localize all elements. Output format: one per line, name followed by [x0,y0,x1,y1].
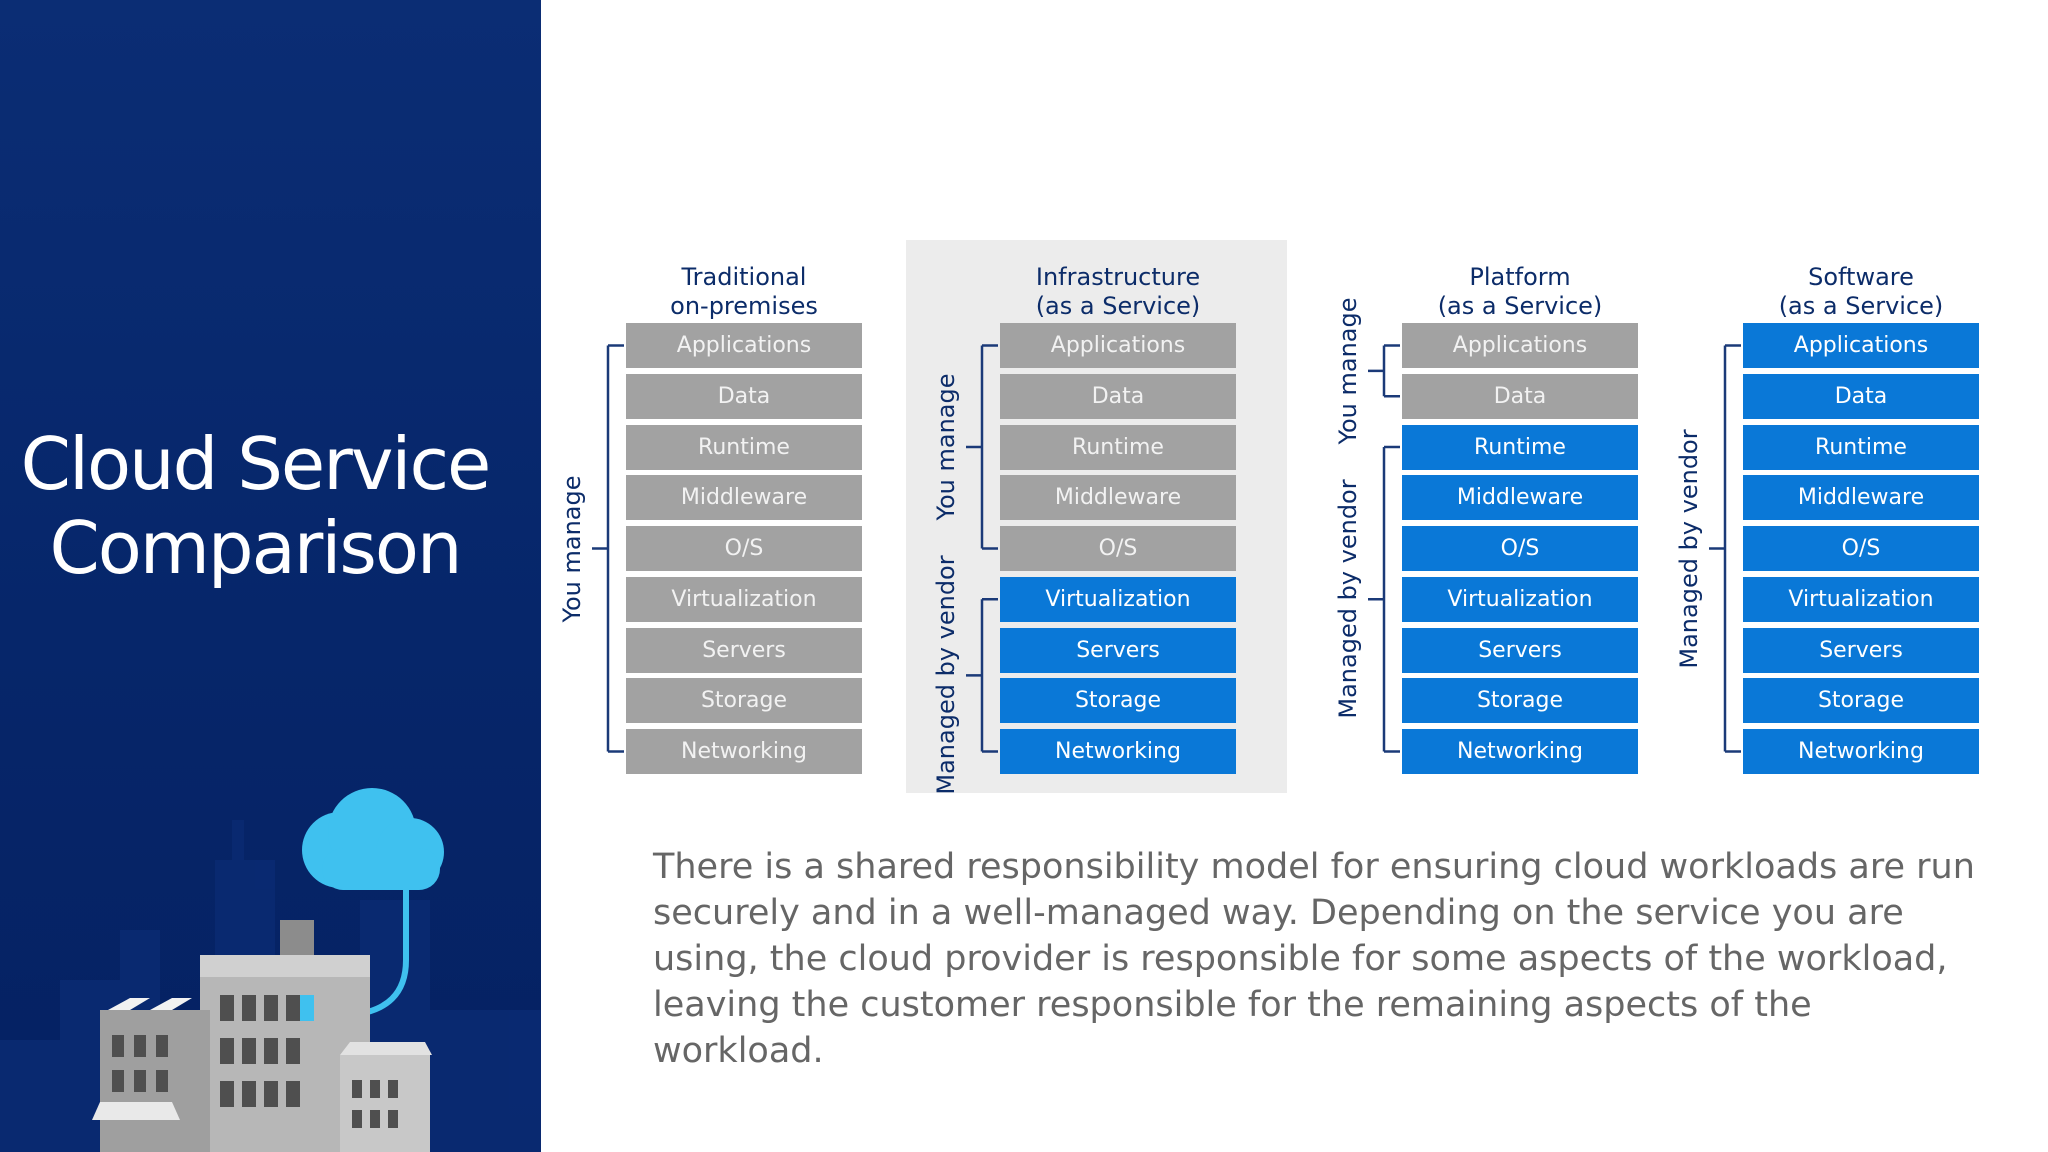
layer-iaas-runtime: Runtime [1000,424,1236,470]
layer-traditional-runtime: Runtime [626,424,862,470]
layer-traditional-virtualization: Virtualization [626,576,862,622]
label-vendor-paas: Managed by vendor [1334,479,1362,719]
layer-paas-os: O/S [1402,526,1638,571]
layer-traditional-applications: Applications [626,323,862,368]
column-title-traditional-line-2: on-premises [670,292,818,320]
column-title-paas: Platform(as a Service) [1400,263,1640,321]
city-cloud-illustration [0,788,541,1152]
column-title-paas-line-2: (as a Service) [1437,292,1603,320]
column-title-iaas-line-2: (as a Service) [1035,292,1201,320]
layer-paas-data: Data [1402,373,1638,419]
layer-traditional-data: Data [626,373,862,419]
column-title-paas-line-1: Platform [1469,263,1571,291]
slide-title-line-1: Cloud Service [20,422,492,506]
layer-saas-middleware: Middleware [1743,475,1979,521]
title-panel: Cloud Service Comparison [0,0,541,1152]
layer-traditional-os: O/S [626,526,862,571]
caption-text: There is a shared responsibility model f… [653,847,1975,1071]
column-title-saas-line-1: Software [1808,263,1914,291]
layer-traditional-networking: Networking [626,729,862,774]
column-title-saas: Software(as a Service) [1741,263,1981,321]
layer-iaas-storage: Storage [1000,678,1236,724]
column-title-saas-line-2: (as a Service) [1778,292,1944,320]
layer-traditional-servers: Servers [626,627,862,673]
slide-title: Cloud Service Comparison [0,422,510,590]
layer-iaas-data: Data [1000,373,1236,419]
layer-paas-middleware: Middleware [1402,475,1638,521]
layer-paas-networking: Networking [1402,729,1638,774]
label-vendor-iaas: Managed by vendor [932,555,960,795]
layer-saas-servers: Servers [1743,627,1979,673]
label-you-manage-traditional: You manage [558,475,586,622]
layer-traditional-middleware: Middleware [626,475,862,521]
layer-saas-virtualization: Virtualization [1743,576,1979,622]
column-title-traditional-line-1: Traditional [681,263,807,291]
layer-saas-networking: Networking [1743,729,1979,774]
column-title-iaas: Infrastructure(as a Service) [998,263,1238,321]
slide-title-line-2: Comparison [49,506,462,590]
layer-paas-runtime: Runtime [1402,424,1638,470]
layer-paas-applications: Applications [1402,323,1638,368]
layer-traditional-storage: Storage [626,678,862,724]
layer-saas-runtime: Runtime [1743,424,1979,470]
label-vendor-saas: Managed by vendor [1675,428,1703,669]
layer-saas-os: O/S [1743,526,1979,571]
label-you-manage-paas: You manage [1334,297,1362,445]
office-buildings [92,920,432,1152]
layer-iaas-virtualization: Virtualization [1000,576,1236,622]
layer-paas-virtualization: Virtualization [1402,576,1638,622]
layer-iaas-applications: Applications [1000,323,1236,368]
column-title-iaas-line-1: Infrastructure [1035,263,1201,291]
layer-iaas-networking: Networking [1000,729,1236,774]
layer-iaas-os: O/S [1000,526,1236,571]
layer-paas-servers: Servers [1402,627,1638,673]
label-you-manage-iaas: You manage [932,373,960,521]
cloud-icon [302,788,444,890]
layer-paas-storage: Storage [1402,678,1638,724]
layer-saas-storage: Storage [1743,678,1979,724]
layer-saas-applications: Applications [1743,323,1979,368]
layer-iaas-servers: Servers [1000,627,1236,673]
layer-saas-data: Data [1743,373,1979,419]
layer-iaas-middleware: Middleware [1000,475,1236,521]
